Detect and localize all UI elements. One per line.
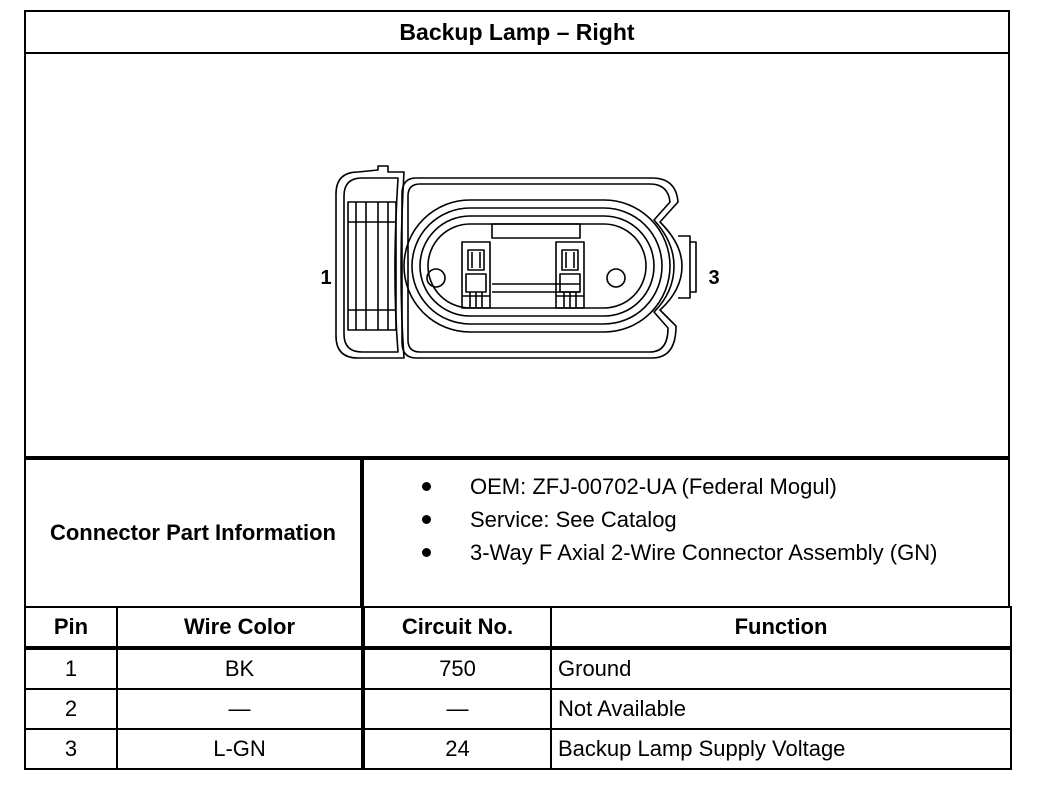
connector-info-text: OEM: ZFJ-00702-UA (Federal Mogul)	[470, 474, 837, 499]
bullet-icon	[422, 548, 431, 557]
seal-ring-inner	[419, 215, 655, 317]
bullet-icon	[422, 482, 431, 491]
cell-function: Ground	[550, 647, 1012, 690]
connector-info-text: Service: See Catalog	[470, 507, 677, 532]
left-terminal-block	[347, 201, 397, 331]
mounting-hole-right	[606, 268, 626, 288]
pin-table-header: Pin Wire Color Circuit No. Function	[24, 606, 1012, 650]
pin-3-label: 3	[708, 267, 719, 289]
cell-circuit: —	[362, 688, 552, 730]
connector-info-text: 3-Way F Axial 2-Wire Connector Assembly …	[470, 540, 938, 565]
bullet-icon	[422, 515, 431, 524]
connector-sheet: Backup Lamp – Right	[24, 10, 1012, 770]
seal-ring-outer	[403, 199, 671, 333]
terminal-cavity-left	[461, 241, 491, 309]
connector-main-body	[401, 177, 683, 359]
table-row: 1 BK 750 Ground	[24, 647, 1012, 690]
cell-wire-color: BK	[116, 647, 365, 690]
cell-pin: 1	[24, 647, 118, 690]
connector-info-label: Connector Part Information	[26, 460, 364, 606]
pin-1-label: 1	[320, 267, 331, 289]
header-wire-color: Wire Color	[116, 606, 365, 650]
cell-pin: 3	[24, 728, 118, 770]
cell-function: Backup Lamp Supply Voltage	[550, 728, 1012, 770]
cell-circuit: 24	[362, 728, 552, 770]
terminal-cavity-right	[555, 241, 585, 309]
connector-latch-right	[678, 235, 691, 299]
header-pin: Pin	[24, 606, 118, 650]
table-row: 2 — — Not Available	[24, 688, 1012, 730]
center-rail	[491, 223, 581, 239]
table-row: 3 L-GN 24 Backup Lamp Supply Voltage	[24, 728, 1012, 770]
header-function: Function	[550, 606, 1012, 650]
page-title: Backup Lamp – Right	[24, 10, 1010, 54]
cell-wire-color: L-GN	[116, 728, 365, 770]
connector-info-item: 3-Way F Axial 2-Wire Connector Assembly …	[364, 536, 1010, 569]
cell-circuit: 750	[362, 647, 552, 690]
cell-wire-color: —	[116, 688, 365, 730]
cell-function: Not Available	[550, 688, 1012, 730]
header-circuit: Circuit No.	[362, 606, 552, 650]
connector-info-list: OEM: ZFJ-00702-UA (Federal Mogul) Servic…	[364, 460, 1010, 606]
pin-table: Pin Wire Color Circuit No. Function 1 BK…	[24, 606, 1012, 770]
connector-info-item: OEM: ZFJ-00702-UA (Federal Mogul)	[364, 470, 1010, 503]
connector-drawing-area: 1 3	[24, 52, 1010, 458]
connector-face-diagram: 1 3	[320, 165, 720, 359]
mounting-hole-left	[426, 268, 446, 288]
connector-part-info: Connector Part Information OEM: ZFJ-0070…	[24, 456, 1010, 608]
connector-info-item: Service: See Catalog	[364, 503, 1010, 536]
cell-pin: 2	[24, 688, 118, 730]
